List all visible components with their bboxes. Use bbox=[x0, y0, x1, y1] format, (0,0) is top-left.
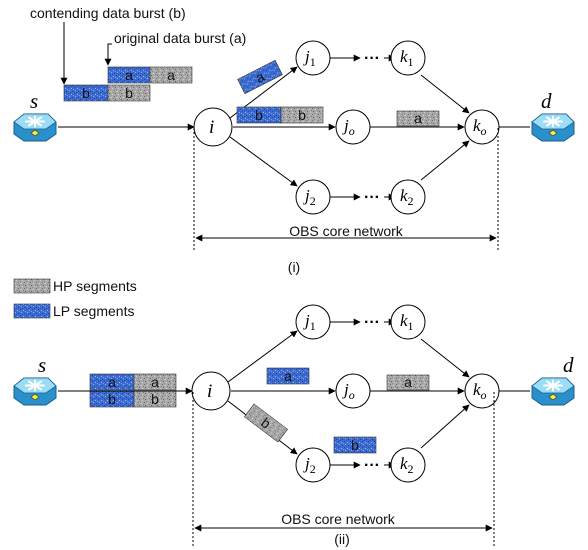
edge-k2-ko bbox=[420, 404, 470, 449]
node-k1 bbox=[390, 40, 426, 76]
node-k2 bbox=[390, 179, 426, 215]
node-j2-label: j2 bbox=[303, 186, 316, 208]
node-d-label: d bbox=[541, 89, 552, 113]
part-ii: a a b b s d ··· ··· bbox=[13, 304, 575, 547]
original-callout-arrow bbox=[104, 43, 112, 66]
svg-text:a: a bbox=[108, 374, 116, 390]
segment-a-label: a bbox=[167, 67, 175, 83]
node-k2-label: k2 bbox=[400, 454, 414, 476]
node-j2-label: j2 bbox=[303, 454, 316, 476]
node-jo-label: jo bbox=[342, 380, 355, 402]
core-network-label: OBS core network bbox=[289, 223, 404, 239]
legend-hp-swatch bbox=[13, 278, 51, 294]
node-jo bbox=[335, 373, 371, 409]
node-k1-label: k1 bbox=[400, 311, 414, 333]
segment-a-label: a bbox=[125, 67, 133, 83]
ellipsis: ··· bbox=[364, 314, 380, 331]
svg-text:b: b bbox=[108, 391, 116, 407]
edge-i-j2 bbox=[229, 136, 298, 187]
svg-text:b: b bbox=[151, 391, 159, 407]
svg-text:a: a bbox=[414, 110, 422, 126]
legend-hp-label: HP segments bbox=[53, 278, 137, 294]
node-jo bbox=[335, 109, 371, 145]
contending-burst-label: contending data burst (b) bbox=[30, 5, 186, 21]
router-s-icon bbox=[13, 113, 57, 142]
burst-a-stack-i: a a bbox=[107, 66, 193, 84]
node-i-label: i bbox=[209, 117, 214, 138]
node-i bbox=[193, 107, 233, 147]
node-k1 bbox=[390, 304, 426, 340]
legend: HP segments LP segments bbox=[13, 278, 137, 319]
node-ko bbox=[464, 373, 500, 409]
node-i bbox=[191, 371, 231, 411]
router-s-icon bbox=[13, 377, 57, 406]
segment-b-label: b bbox=[125, 85, 133, 101]
burst-a-on-jo-ko: a bbox=[386, 374, 430, 391]
original-burst-label: original data burst (a) bbox=[114, 30, 246, 46]
ellipsis: ··· bbox=[364, 50, 380, 67]
burst-b-on-i-j2: b bbox=[243, 403, 289, 443]
legend-lp-label: LP segments bbox=[53, 303, 134, 319]
burst-a-on-i-j1: a bbox=[237, 59, 283, 95]
edge-k1-ko bbox=[420, 338, 470, 378]
svg-text:b: b bbox=[255, 107, 263, 123]
svg-text:b: b bbox=[298, 107, 306, 123]
node-k1-label: k1 bbox=[400, 47, 414, 69]
edge-i-j1 bbox=[227, 330, 298, 383]
node-j1 bbox=[295, 40, 331, 76]
node-s-label: s bbox=[30, 89, 38, 113]
node-i-label: i bbox=[207, 381, 212, 402]
svg-text:a: a bbox=[151, 374, 159, 390]
part-i: contending data burst (b) original data … bbox=[13, 5, 575, 275]
burst-b-on-i-jo: b b bbox=[236, 106, 324, 124]
node-k2-label: k2 bbox=[400, 186, 414, 208]
edge-k2-ko bbox=[420, 140, 470, 181]
node-jo-label: jo bbox=[342, 116, 355, 138]
node-j1 bbox=[295, 304, 331, 340]
node-ko-label: ko bbox=[473, 380, 487, 402]
svg-text:a: a bbox=[284, 368, 292, 384]
node-j1-label: j1 bbox=[303, 47, 316, 69]
node-s-label: s bbox=[38, 353, 46, 377]
svg-text:b: b bbox=[351, 437, 359, 453]
node-k2 bbox=[390, 447, 426, 483]
router-d-icon bbox=[531, 113, 575, 142]
ellipsis: ··· bbox=[364, 457, 380, 474]
core-network-label: OBS core network bbox=[281, 511, 396, 527]
node-ko-label: ko bbox=[473, 116, 487, 138]
ellipsis: ··· bbox=[364, 189, 380, 206]
burst-a-on-i-jo: a bbox=[266, 367, 310, 385]
svg-text:a: a bbox=[404, 374, 412, 390]
node-j1-label: j1 bbox=[303, 311, 316, 333]
edge-k1-ko bbox=[420, 74, 470, 114]
burst-a-on-jo-ko: a bbox=[396, 110, 440, 127]
part-ii-label: (ii) bbox=[334, 531, 350, 547]
node-j2 bbox=[295, 179, 331, 215]
legend-lp-swatch bbox=[13, 303, 51, 319]
node-d-label: d bbox=[563, 353, 574, 377]
burst-b-on-dots-k2: b bbox=[333, 436, 377, 454]
node-j2 bbox=[295, 447, 331, 483]
part-i-label: (i) bbox=[288, 259, 300, 275]
segment-b-label: b bbox=[82, 85, 90, 101]
node-ko bbox=[464, 109, 500, 145]
router-d-icon bbox=[531, 377, 575, 406]
burst-b-stack-i: b b bbox=[63, 84, 151, 102]
